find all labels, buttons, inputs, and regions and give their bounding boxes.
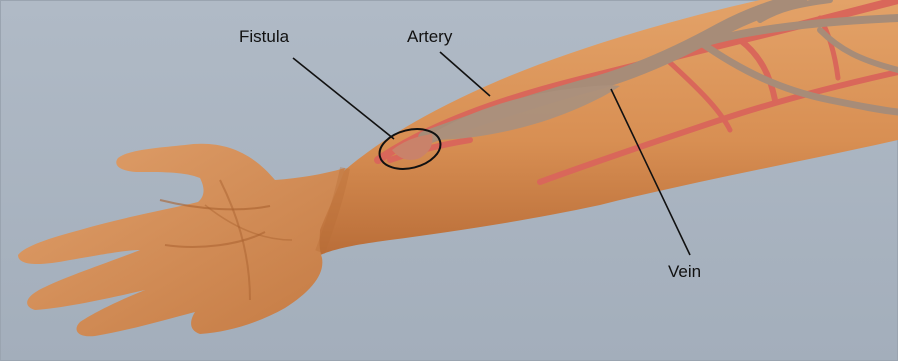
- artery-label: Artery: [407, 28, 452, 45]
- fistula-label: Fistula: [239, 28, 289, 45]
- vein-label: Vein: [668, 263, 701, 280]
